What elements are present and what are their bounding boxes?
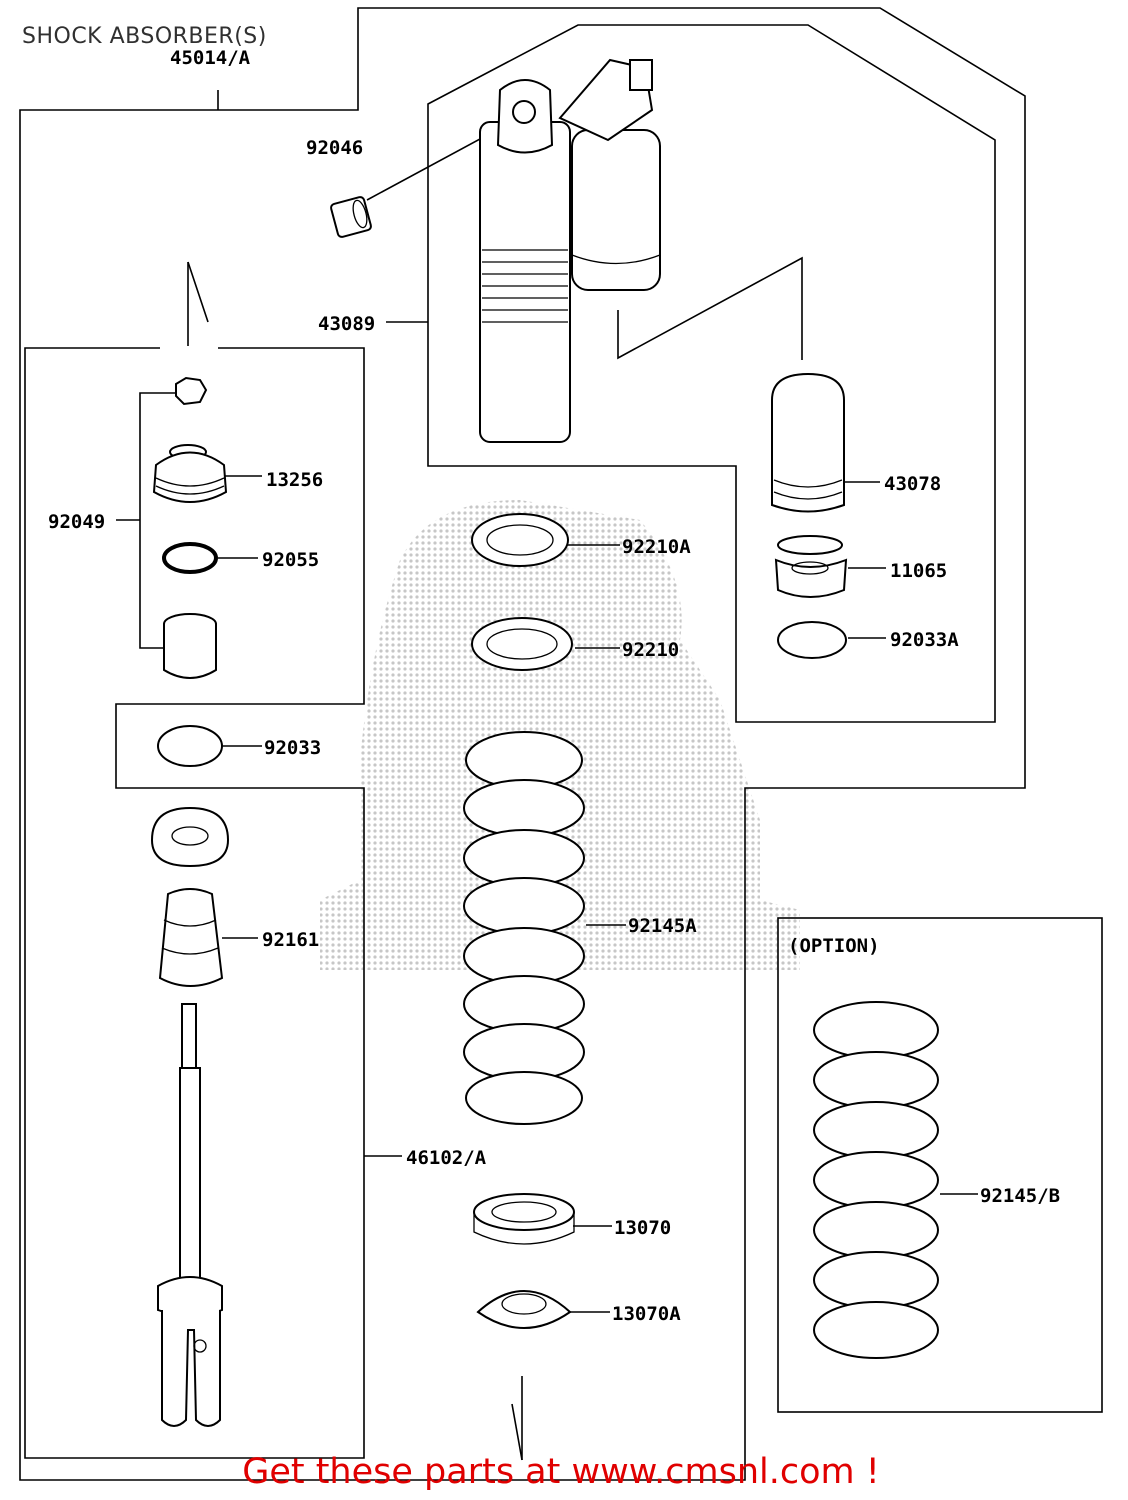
footer-link-text[interactable]: Get these parts at www.cmsnl.com ! [242, 1452, 880, 1492]
label-92210: 92210 [622, 639, 679, 661]
reservoir-cap-part [771, 372, 845, 513]
label-46102a: 46102/A [406, 1147, 487, 1169]
label-92055: 92055 [262, 549, 319, 571]
label-92033: 92033 [264, 737, 321, 759]
spring-seat-13070-part [473, 1193, 575, 1245]
group-outlines [19, 7, 1103, 1481]
label-92033a: 92033A [890, 629, 959, 651]
label-92145a: 92145A [628, 915, 697, 937]
label-13070: 13070 [614, 1217, 671, 1239]
bump-cap-part [150, 806, 230, 868]
spring-92145b-part [813, 1001, 939, 1359]
bump-rubber-92161-part [158, 888, 224, 987]
label-43089: 43089 [318, 313, 375, 335]
label-43078: 43078 [884, 473, 941, 495]
adjuster-ring-92210-part [471, 617, 573, 671]
leader-lines [116, 111, 978, 1461]
circlip-92033-part [157, 725, 223, 767]
label-92210a: 92210A [622, 536, 691, 558]
adjuster-ring-92210a-part [471, 513, 569, 567]
label-92145b: 92145/B [980, 1185, 1060, 1207]
label-92046: 92046 [306, 137, 363, 159]
circlip-92033a-part [777, 621, 847, 659]
label-45014a: 45014/A [170, 47, 251, 69]
cap-11065-part [774, 535, 848, 598]
label-option: (OPTION) [788, 935, 880, 957]
footer-link[interactable]: Get these parts at www.cmsnl.com ! [0, 1452, 1128, 1492]
label-92049: 92049 [48, 511, 105, 533]
piston-rod-part [157, 1003, 223, 1427]
bearing-part [330, 196, 372, 238]
nut-part [175, 376, 208, 406]
shock-body-part [479, 58, 661, 443]
label-11065: 11065 [890, 560, 947, 582]
watermark-logo [320, 500, 800, 970]
spring-seat-13070a-part [476, 1290, 572, 1329]
page-title: SHOCK ABSORBER(S) [22, 24, 267, 49]
piston-holder-part [163, 613, 217, 679]
part-labels: 45014/A 92046 43089 13256 92049 92055 92… [48, 47, 1060, 1325]
label-13070a: 13070A [612, 1303, 681, 1325]
spring-92145a-part [463, 731, 585, 1125]
o-ring-92055-part [162, 542, 218, 574]
label-92161: 92161 [262, 929, 319, 951]
label-13256: 13256 [266, 469, 323, 491]
piston-13256-part [152, 444, 228, 503]
